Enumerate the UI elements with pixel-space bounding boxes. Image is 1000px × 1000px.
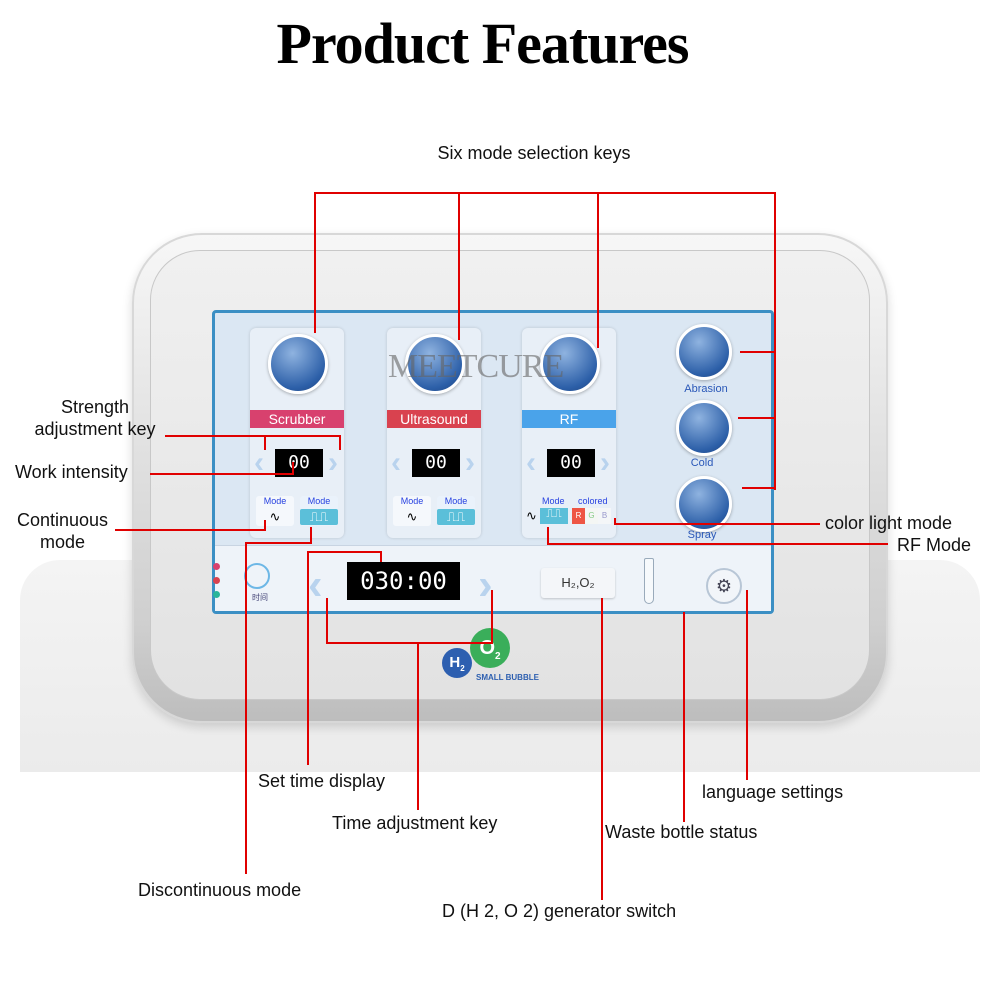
leader-continuous [115, 520, 266, 531]
increase-arrow-icon[interactable]: › [328, 446, 338, 479]
time-decrease-arrow-icon[interactable]: ‹ [308, 560, 323, 609]
continuous-mode-button[interactable]: Mode ∿ [393, 496, 431, 526]
square-wave-icon[interactable]: ⎍⎍ [540, 508, 568, 524]
abrasion-handpiece-icon[interactable] [676, 324, 732, 380]
leader-color-light [614, 518, 820, 525]
scrubber-handpiece-icon [268, 334, 328, 394]
callout-work-intensity: Work intensity [15, 462, 128, 482]
intensity-display: 00 [275, 449, 323, 477]
mode-card-scrubber[interactable]: Scrubber ‹ 00 › Mode ∿ Mode ⎍⎍ [250, 328, 344, 538]
h2o2-generator-button[interactable]: H₂,O₂ [541, 568, 615, 598]
callout-strength-line1: Strength [60, 397, 130, 417]
callout-discontinuous: Discontinuous mode [138, 880, 302, 900]
leader-work-intensity [150, 462, 294, 475]
mode-label: Mode [542, 496, 565, 506]
callout-color-light: color light mode [825, 513, 953, 533]
time-increase-arrow-icon[interactable]: › [478, 560, 493, 609]
status-dot-icon [213, 577, 220, 584]
decrease-arrow-icon[interactable]: ‹ [391, 446, 401, 479]
pulse-mode-button[interactable]: Mode ⎍⎍ [300, 496, 338, 526]
continuous-mode-button[interactable]: Mode ∿ [256, 496, 294, 526]
intensity-display: 00 [412, 449, 460, 477]
spray-handpiece-icon[interactable] [676, 476, 732, 532]
logo-subtitle: SMALL BUBBLE [476, 673, 539, 682]
timer-label: 时间 [252, 593, 268, 602]
waste-bottle-icon [644, 558, 654, 604]
mode-label: Mode [263, 496, 287, 506]
leader-rf-mode [547, 527, 888, 545]
leader-time-adjust [326, 590, 493, 644]
leader-discontinuous [245, 527, 312, 874]
status-dot-icon [213, 591, 220, 598]
page-title: Product Features [276, 11, 690, 76]
time-display: 030:00 [347, 562, 460, 600]
mode-label: Mode [444, 496, 468, 506]
sine-wave-icon: ∿ [406, 509, 418, 524]
gear-icon[interactable]: ⚙ [706, 568, 742, 604]
mode-card-rf[interactable]: RF ‹ 00 › Mode colored ∿ ⎍⎍ R G B [522, 328, 616, 538]
callout-waste: Waste bottle status [605, 822, 758, 842]
callout-time-adjust: Time adjustment key [332, 813, 498, 833]
rgb-red-button[interactable]: R [572, 508, 585, 524]
leader-set-time [307, 551, 382, 765]
callout-set-time: Set time display [258, 771, 386, 791]
square-wave-icon: ⎍⎍ [437, 509, 475, 525]
colored-label: colored [578, 496, 608, 506]
status-dot-icon [213, 563, 220, 570]
cold-handpiece-icon[interactable] [676, 400, 732, 456]
mode-card-ultrasound[interactable]: Ultrasound ‹ 00 › Mode ∿ Mode ⎍⎍ [387, 328, 481, 538]
mode-label: RF [522, 410, 616, 428]
callout-language: language settings [702, 782, 844, 802]
leader-six-mode [314, 192, 776, 490]
logo-h2-bubble: H2 [442, 648, 472, 678]
decrease-arrow-icon[interactable]: ‹ [526, 446, 536, 479]
rgb-blue-button[interactable]: B [598, 508, 611, 524]
sine-wave-icon: ∿ [269, 509, 281, 524]
mode-label: Mode [307, 496, 331, 506]
callout-continuous-line1: Continuous [16, 510, 109, 530]
side-mode-label: Abrasion [684, 383, 728, 395]
callout-strength-line2: adjustment key [34, 419, 156, 439]
sine-wave-icon[interactable]: ∿ [526, 508, 537, 523]
increase-arrow-icon[interactable]: › [465, 446, 475, 479]
side-mode-label: Cold [690, 457, 714, 469]
decrease-arrow-icon[interactable]: ‹ [254, 446, 264, 479]
intensity-display: 00 [547, 449, 595, 477]
mode-label: Scrubber [250, 410, 344, 428]
leader-strength [264, 435, 341, 450]
side-mode-label: Spray [687, 529, 717, 541]
callout-rf-mode: RF Mode [897, 535, 972, 555]
callout-continuous-line2: mode [39, 532, 86, 552]
mode-label: Ultrasound [387, 410, 481, 428]
mode-label: Mode [400, 496, 424, 506]
square-wave-icon: ⎍⎍ [300, 509, 338, 525]
ultrasound-handpiece-icon [405, 334, 465, 394]
increase-arrow-icon[interactable]: › [600, 446, 610, 479]
rgb-green-button[interactable]: G [585, 508, 598, 524]
callout-six-mode: Six mode selection keys [437, 143, 631, 163]
pulse-mode-button[interactable]: Mode ⎍⎍ [437, 496, 475, 526]
logo-o2-bubble: O2 [470, 628, 510, 668]
rf-handpiece-icon [540, 334, 600, 394]
callout-generator: D (H 2, O 2) generator switch [442, 901, 677, 921]
